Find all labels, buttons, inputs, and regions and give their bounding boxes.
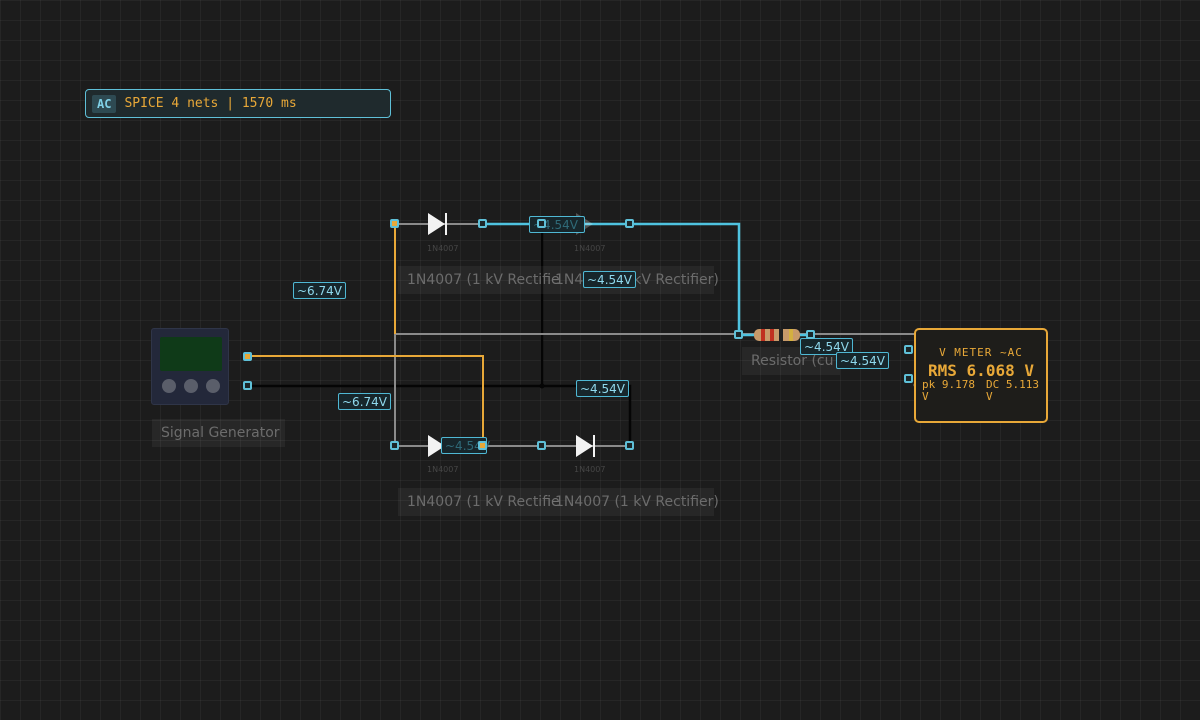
resistor-label: Resistor (cu [742, 347, 840, 375]
diode-bottom-left-label: 1N4007 (1 kV Rectifie [398, 488, 560, 516]
voltage-badge: ~4.54V [836, 352, 889, 369]
signal-generator-screen [160, 337, 222, 371]
pin-connector[interactable] [625, 441, 634, 450]
pin-connector[interactable] [537, 441, 546, 450]
diode-part-number: 1N4007 [574, 465, 606, 474]
pin-connector[interactable] [243, 352, 252, 361]
meter-dc-reading: DC 5.113 V [986, 378, 1039, 403]
voltage-badge: ~6.74V [338, 393, 391, 410]
simulation-status: AC SPICE 4 nets | 1570 ms [85, 89, 391, 118]
diode-top-left-label: 1N4007 (1 kV Rectifie [398, 266, 560, 294]
knob-icon[interactable] [206, 379, 220, 393]
voltage-badge: ~4.54V [576, 380, 629, 397]
wire-gray-net[interactable] [394, 223, 917, 447]
meter-peak-reading: pk 9.178 V [922, 378, 975, 403]
pin-connector[interactable] [904, 374, 913, 383]
pin-connector[interactable] [806, 330, 815, 339]
diode-bottom-left-icon[interactable] [428, 435, 445, 457]
signal-generator-label: Signal Generator [152, 419, 285, 447]
diode-bottom-right-icon[interactable] [576, 435, 593, 457]
mode-badge: AC [92, 94, 117, 113]
diode-bottom-right-label: 1N4007 (1 kV Rectifier) [546, 488, 719, 516]
pin-connector[interactable] [625, 219, 634, 228]
meter-rms-reading: RMS 6.068 V [928, 361, 1034, 380]
pin-connector[interactable] [478, 219, 487, 228]
diode-top-left-icon[interactable] [428, 213, 445, 235]
pin-connector[interactable] [478, 441, 487, 450]
voltage-badge: ~4.54V [800, 338, 853, 355]
knob-icon[interactable] [184, 379, 198, 393]
pin-connector[interactable] [390, 219, 399, 228]
junction-dot [539, 383, 545, 389]
diode-part-number: 1N4007 [427, 465, 459, 474]
voltage-badge: ~6.74V [293, 282, 346, 299]
diode-part-number: 1N4007 [427, 244, 459, 253]
voltmeter[interactable]: V METER ~AC RMS 6.068 V pk 9.178 V DC 5.… [914, 328, 1048, 423]
wire-black-net[interactable] [247, 224, 632, 446]
voltage-badge: ~4.54V [583, 271, 636, 288]
pin-connector[interactable] [734, 330, 743, 339]
resistor-icon[interactable] [754, 329, 800, 341]
pin-connector[interactable] [904, 345, 913, 354]
signal-generator[interactable] [151, 328, 229, 405]
diode-part-number: 1N4007 [574, 244, 606, 253]
wire-orange-net[interactable] [247, 224, 484, 446]
meter-title: V METER ~AC [939, 346, 1023, 359]
pin-connector[interactable] [243, 381, 252, 390]
pin-connector[interactable] [537, 219, 546, 228]
status-text: SPICE 4 nets | 1570 ms [124, 96, 297, 111]
knob-icon[interactable] [162, 379, 176, 393]
pin-connector[interactable] [390, 441, 399, 450]
